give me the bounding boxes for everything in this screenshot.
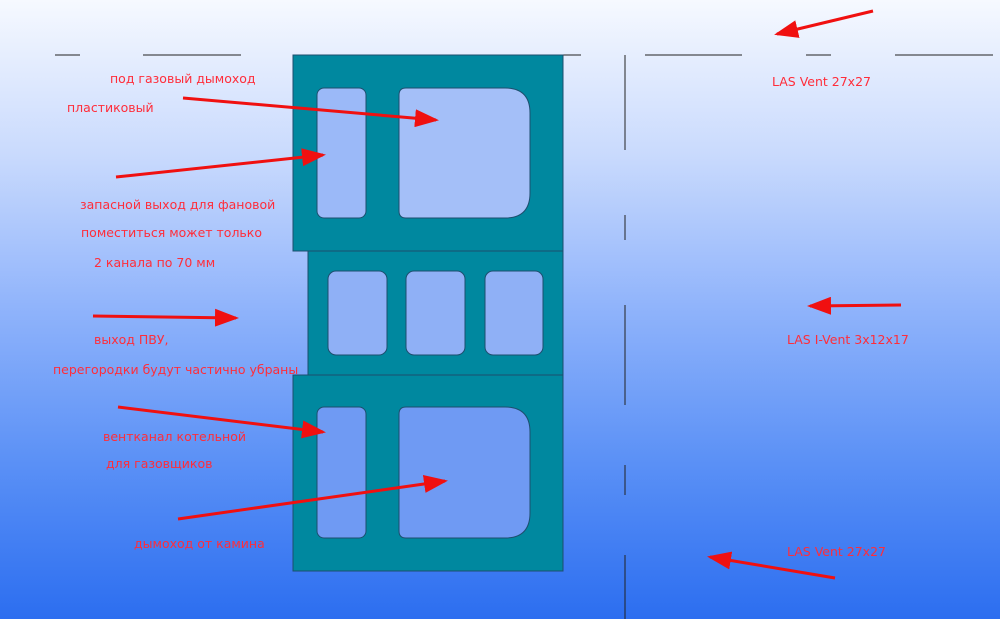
arrow [807, 296, 902, 315]
channel-2 [405, 270, 466, 356]
arrow [177, 475, 448, 521]
label-for-gas: для газовщиков [106, 456, 213, 471]
block-bottom [292, 374, 564, 572]
label-two-channels: 2 канала по 70 мм [94, 255, 216, 270]
label-plastic: пластиковый [67, 100, 154, 115]
channel-1 [327, 270, 388, 356]
label-las-ivent: LAS I-Vent 3x12x17 [787, 332, 909, 347]
label-fireplace-flue: дымоход от камина [134, 536, 265, 551]
channel-small [316, 87, 367, 219]
channel-small [316, 406, 367, 539]
label-las-vent-bottom: LAS Vent 27x27 [787, 544, 886, 559]
block-middle [307, 250, 564, 376]
arrow [92, 308, 239, 327]
arrow [774, 9, 874, 38]
channel-large [398, 87, 531, 219]
label-boiler-vent: вентканал котельной [103, 429, 246, 444]
channel-large [398, 406, 531, 539]
arrow [115, 148, 326, 179]
arrow [117, 405, 326, 439]
arrow [182, 96, 439, 128]
label-spare-exit: запасной выход для фановой [80, 197, 276, 212]
channel-3 [484, 270, 544, 356]
label-fits-only: поместиться может только [81, 225, 262, 240]
block-top [292, 54, 564, 252]
label-pvu-exit: выход ПВУ, [94, 332, 169, 347]
label-gas-flue: под газовый дымоход [110, 71, 256, 86]
label-partitions: перегородки будут частично убраны [53, 362, 299, 377]
arrow [707, 551, 836, 580]
label-las-vent-top: LAS Vent 27x27 [772, 74, 871, 89]
